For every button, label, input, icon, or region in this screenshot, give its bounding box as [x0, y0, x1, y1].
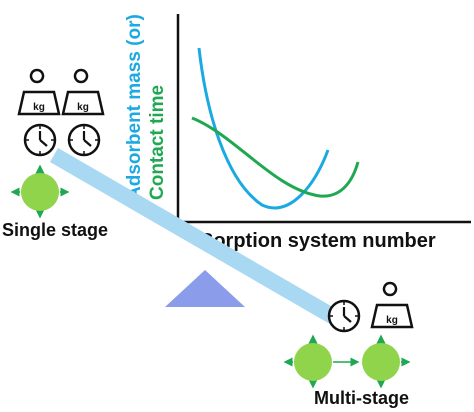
- adsorbent-mass-curve: [197, 47, 330, 210]
- kg-weight-icon: kg: [370, 281, 414, 329]
- single-stage-label: Single stage: [2, 220, 108, 240]
- clock-icon: [23, 123, 57, 157]
- kg-weight-icon: kg: [17, 68, 61, 116]
- single-stage-node: [10, 164, 70, 219]
- svg-text:kg: kg: [77, 102, 89, 113]
- contact-time-curve: [191, 116, 360, 198]
- x-axis-label: Sorption system number: [200, 230, 436, 252]
- clock-icon: [67, 123, 101, 157]
- clock-icon: [327, 299, 361, 333]
- seesaw-fulcrum: [165, 270, 245, 307]
- y-axis-label-contact: Contact time: [147, 85, 168, 200]
- svg-text:kg: kg: [386, 315, 398, 326]
- svg-text:kg: kg: [33, 102, 45, 113]
- chart-axes: [176, 14, 471, 224]
- y-axis-label-adsorbent: Adsorbent mass (or): [124, 14, 145, 200]
- multi-stage-node-2: [362, 334, 411, 389]
- kg-weight-icon: kg: [61, 68, 105, 116]
- multi-stage-node-1: [283, 334, 332, 389]
- multi-stage-label: Multi-stage: [314, 388, 409, 408]
- seesaw-beam: [50, 148, 350, 331]
